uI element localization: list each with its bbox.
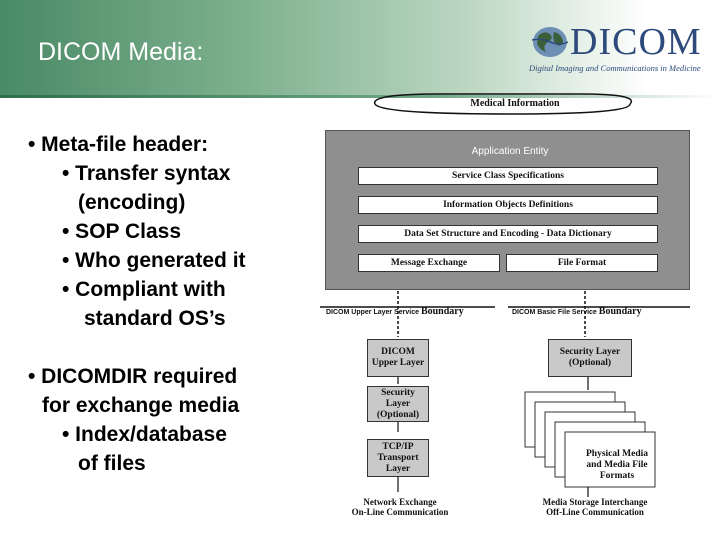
bullet-encoding: (encoding) bbox=[78, 191, 186, 214]
bullet-sop-class: • SOP Class bbox=[62, 220, 182, 243]
bullet-compliant: • Compliant with bbox=[62, 278, 226, 301]
diagram-connectors bbox=[320, 93, 690, 497]
bullet-transfer-syntax: • Transfer syntax bbox=[62, 162, 231, 185]
basic-file-boundary: DICOM Basic File Service Boundary bbox=[512, 306, 642, 317]
media-storage-label: Media Storage Interchange Off-Line Commu… bbox=[542, 497, 648, 517]
tcpip-transport-layer: TCP/IP Transport Layer bbox=[367, 439, 429, 477]
network-exchange-label: Network Exchange On-Line Communication bbox=[351, 497, 449, 517]
file-format: File Format bbox=[506, 254, 658, 272]
medical-information-label: Medical Information bbox=[470, 98, 560, 109]
globe-icon bbox=[531, 27, 569, 57]
bullet-index-database: • Index/database bbox=[62, 423, 227, 446]
security-layer-left: Security Layer (Optional) bbox=[367, 386, 429, 422]
service-class-specifications: Service Class Specifications bbox=[358, 167, 658, 185]
security-layer-right: Security Layer (Optional) bbox=[548, 339, 632, 377]
bullet-who-generated: • Who generated it bbox=[62, 249, 246, 272]
bullet-of-files: of files bbox=[78, 452, 146, 475]
logo-tagline: Digital Imaging and Communications in Me… bbox=[529, 63, 701, 73]
message-exchange: Message Exchange bbox=[358, 254, 500, 272]
physical-media-box: Physical Media and Media File Formats bbox=[585, 448, 648, 481]
bullet-standard-os: standard OS’s bbox=[84, 307, 226, 330]
application-entity-label: Application Entity bbox=[471, 146, 549, 157]
dicom-logo: DICOM Digital Imaging and Communications… bbox=[526, 22, 711, 77]
information-objects-definitions: Information Objects Definitions bbox=[358, 196, 658, 214]
dicom-architecture-diagram: Medical Information Application Entity S… bbox=[320, 92, 700, 532]
data-set-structure: Data Set Structure and Encoding - Data D… bbox=[358, 225, 658, 243]
bullet-meta-file-header: • Meta-file header: bbox=[28, 133, 209, 156]
dicom-upper-layer: DICOM Upper Layer bbox=[367, 339, 429, 377]
bullet-exchange-media: for exchange media bbox=[42, 394, 240, 417]
bullet-dicomdir: • DICOMDIR required bbox=[28, 365, 238, 388]
upper-layer-boundary: DICOM Upper Layer Service Boundary bbox=[326, 306, 464, 317]
slide-title: DICOM Media: bbox=[38, 38, 204, 66]
logo-wordmark: DICOM bbox=[570, 21, 702, 63]
header-band bbox=[0, 0, 720, 95]
header-divider bbox=[0, 95, 720, 98]
